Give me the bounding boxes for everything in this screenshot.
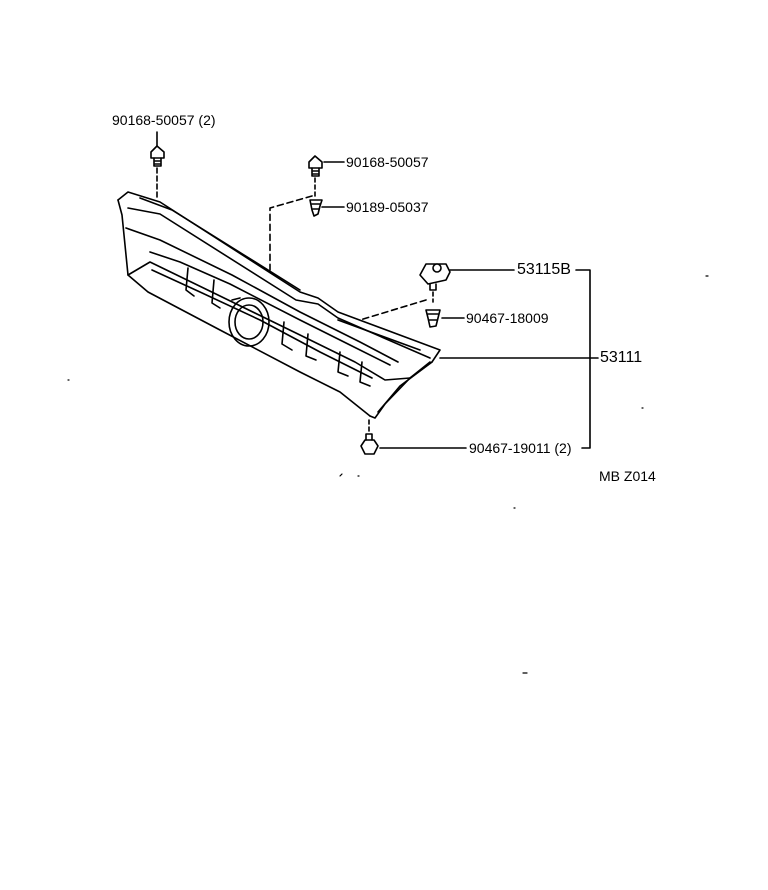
label-90168-50057: 90168-50057 xyxy=(346,154,429,170)
diagram-code: MB Z014 xyxy=(599,468,656,484)
group-bracket xyxy=(575,269,591,449)
label-53115B: 53115B xyxy=(517,261,571,278)
label-90168-50057-2: 90168-50057 (2) xyxy=(112,112,216,128)
radiator-grille xyxy=(117,191,441,419)
label-90467-18009: 90467-18009 xyxy=(466,310,549,326)
screw-90168-50057-left xyxy=(150,145,165,167)
clip-90189-05037 xyxy=(309,199,323,217)
label-90467-19011-2: 90467-19011 (2) xyxy=(469,440,572,456)
screw-90168-50057-mid xyxy=(308,155,323,177)
clip-90467-19011 xyxy=(360,433,379,455)
bracket-53115B xyxy=(419,263,451,291)
label-90189-05037: 90189-05037 xyxy=(346,199,429,215)
scan-specks xyxy=(67,275,709,674)
clip-90467-18009 xyxy=(425,309,441,328)
dashed-leader xyxy=(269,195,313,271)
label-53111: 53111 xyxy=(600,349,643,366)
dashed-leader xyxy=(359,299,427,321)
